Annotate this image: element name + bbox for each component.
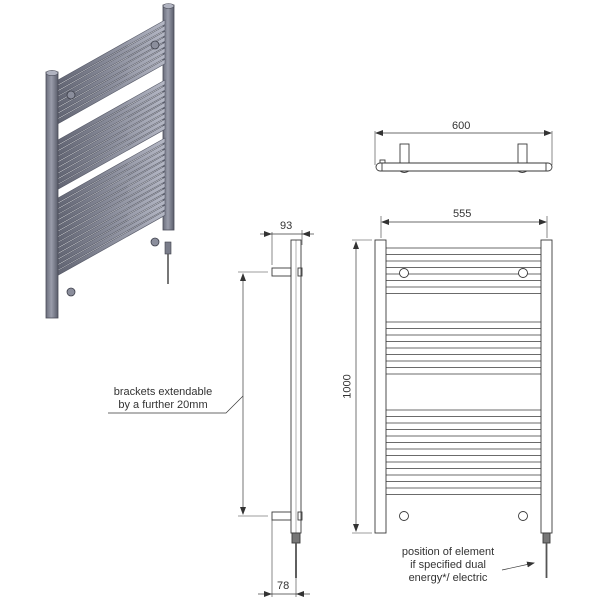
top-view <box>374 130 553 173</box>
element-note-line2: if specified dual <box>410 559 486 571</box>
dim-overall-width: 600 <box>452 120 471 132</box>
element-note-line1: position of element <box>401 546 495 558</box>
iso-element-icon <box>164 241 172 255</box>
brackets-note-line2: by a further 20mm <box>118 399 208 411</box>
front-bracket-icon <box>399 511 409 521</box>
iso-bracket-icon <box>66 90 76 100</box>
brackets-note: brackets extendable by a further 20mm <box>104 386 222 412</box>
isometric-view <box>45 3 175 319</box>
iso-bracket-icon <box>66 287 76 297</box>
brackets-note-line1: brackets extendable <box>113 386 213 398</box>
dim-height: 1000 <box>341 374 354 399</box>
front-bracket-icon <box>518 268 528 278</box>
element-note: position of element if specified dual en… <box>390 546 506 585</box>
iso-bracket-icon <box>150 40 160 50</box>
iso-left-post <box>45 71 59 319</box>
element-note-line3: energy*/ electric <box>408 572 488 584</box>
iso-bars <box>57 19 166 276</box>
front-view <box>352 216 553 578</box>
dim-centres-width: 555 <box>453 208 472 220</box>
dim-projection-total: 93 <box>280 220 293 232</box>
front-bracket-icon <box>518 511 528 521</box>
side-view <box>108 230 314 597</box>
iso-bracket-icon <box>150 237 160 247</box>
front-bracket-icon <box>399 268 409 278</box>
dim-projection-wall: 78 <box>277 580 290 592</box>
